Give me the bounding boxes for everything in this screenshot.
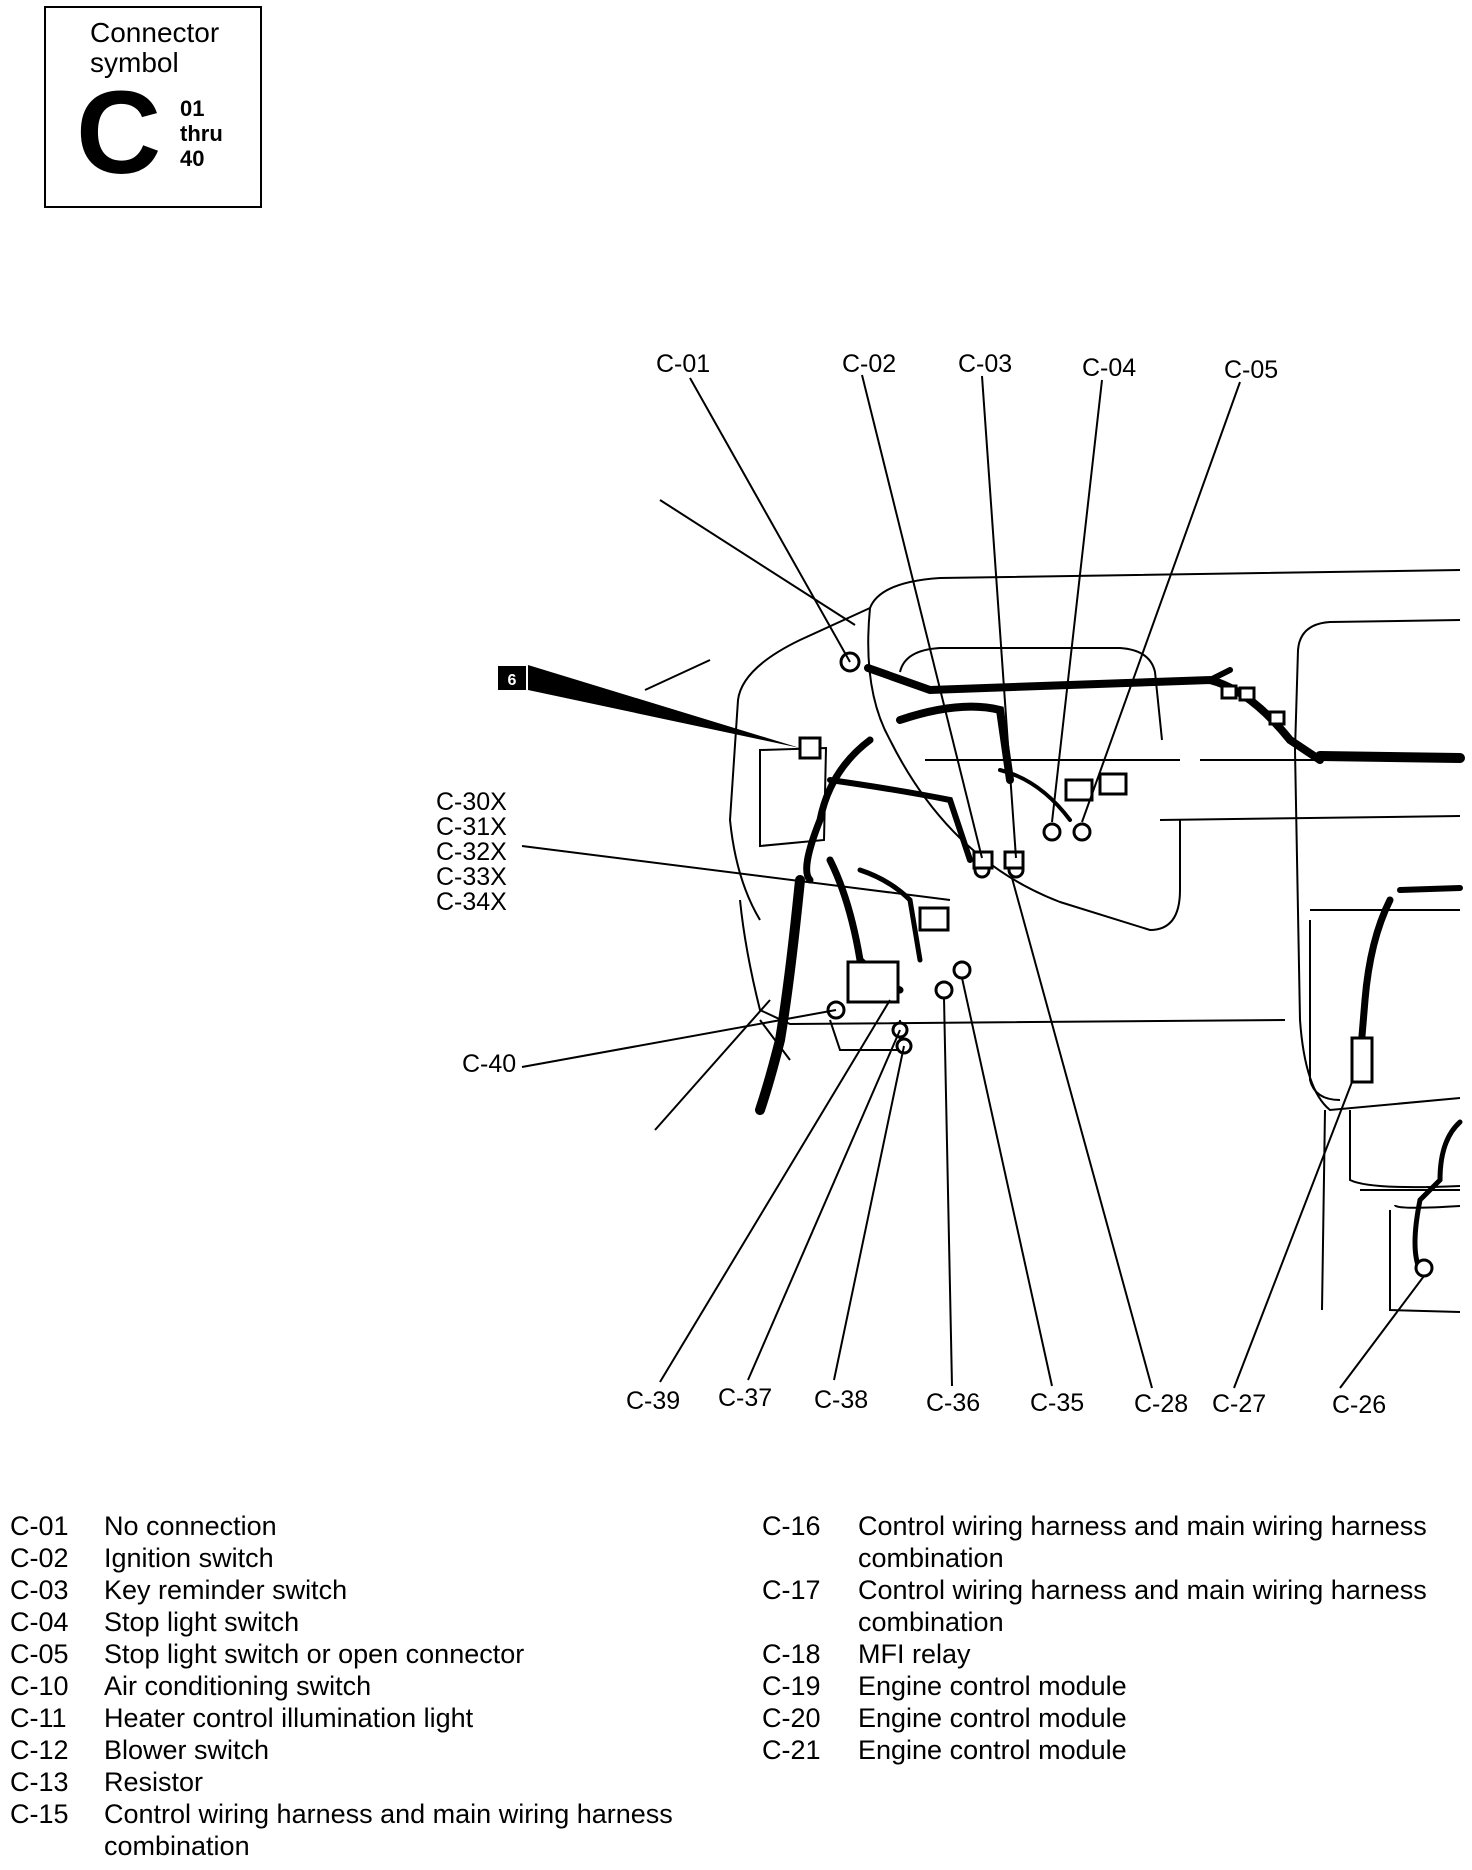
legend-description: Engine control module (858, 1735, 1127, 1765)
legend-item: C-05 Stop light switch or open connector (10, 1638, 730, 1670)
badge-number: 6 (508, 672, 517, 689)
legend-code: C-04 (10, 1607, 69, 1637)
legend-code: C-03 (10, 1575, 69, 1605)
dashboard-wiring-diagram: 6 C-01 C-02 C-03 C-04 C-05 C-30X C-31X C… (436, 350, 1465, 1419)
legend-item: C-04 Stop light switch (10, 1606, 730, 1638)
callout-c27: C-27 (1212, 1390, 1266, 1418)
callout-c28: C-28 (1134, 1390, 1188, 1418)
dashboard-outline (644, 499, 1461, 1313)
legend-code: C-17 (762, 1575, 821, 1605)
legend-code: C-10 (10, 1671, 69, 1701)
symbol-range: 01 thru 40 (180, 96, 223, 171)
callout-c38: C-38 (814, 1386, 868, 1414)
symbol-range-mid: thru (180, 121, 223, 146)
legend-item: C-17 Control wiring harness and main wiri… (762, 1574, 1462, 1638)
legend-item: C-18 MFI relay (762, 1638, 1462, 1670)
symbol-caption: Connector symbol (90, 18, 219, 78)
legend-item: C-11 Heater control illumination light (10, 1702, 730, 1734)
callout-c35: C-35 (1030, 1389, 1084, 1417)
legend-description-cont: combination (104, 1831, 250, 1861)
legend-code: C-11 (10, 1703, 67, 1733)
legend-code: C-12 (10, 1735, 69, 1765)
legend-code: C-20 (762, 1703, 821, 1733)
legend-item: C-15 Control wiring harness and main wiri… (10, 1798, 730, 1862)
legend-item: C-20 Engine control module (762, 1702, 1462, 1734)
callout-labels: C-01 C-02 C-03 C-04 C-05 C-30X C-31X C-3… (436, 350, 1386, 1419)
callout-c03: C-03 (958, 350, 1012, 378)
callout-c34x: C-34X (436, 888, 507, 916)
legend-description: Resistor (104, 1767, 204, 1797)
legend-item: C-19 Engine control module (762, 1670, 1462, 1702)
callout-c36: C-36 (926, 1389, 980, 1417)
legend-code: C-05 (10, 1639, 69, 1669)
legend-description: Engine control module (858, 1671, 1127, 1701)
legend-code: C-01 (10, 1511, 69, 1541)
legend-description: Blower switch (104, 1735, 270, 1765)
legend-description: Control wiring harness and main wiring h… (858, 1575, 1427, 1605)
callout-c04: C-04 (1082, 354, 1136, 382)
callout-c40: C-40 (462, 1050, 516, 1078)
legend-description: No connection (104, 1511, 277, 1541)
legend-item: C-16 Control wiring harness and main wiri… (762, 1510, 1462, 1574)
legend-code: C-21 (762, 1735, 821, 1765)
callout-c01: C-01 (656, 350, 710, 378)
symbol-caption-line2: symbol (90, 47, 179, 78)
callout-c26: C-26 (1332, 1391, 1386, 1419)
legend-description-cont: combination (858, 1607, 1004, 1637)
legend-description: Control wiring harness and main wiring h… (104, 1799, 673, 1829)
legend-item: C-10 Air conditioning switch (10, 1670, 730, 1702)
legend-description: Heater control illumination light (104, 1703, 474, 1733)
symbol-caption-line1: Connector (90, 17, 220, 48)
callout-c37: C-37 (718, 1384, 772, 1412)
symbol-letter: C (76, 67, 162, 199)
legend-description: Key reminder switch (104, 1575, 348, 1605)
legend-description: Stop light switch or open connector (104, 1639, 525, 1669)
legend-description: Ignition switch (104, 1543, 274, 1573)
callout-c39: C-39 (626, 1387, 680, 1415)
leader-lines (521, 374, 1425, 1389)
legend-description: Air conditioning switch (104, 1671, 372, 1701)
callout-c33x: C-33X (436, 863, 507, 891)
legend-item: C-12 Blower switch (10, 1734, 730, 1766)
callout-c05: C-05 (1224, 356, 1278, 384)
legend-code: C-18 (762, 1639, 821, 1669)
legend-code: C-16 (762, 1511, 821, 1541)
symbol-range-to: 40 (180, 146, 205, 171)
symbol-range-from: 01 (180, 96, 205, 121)
legend-code: C-13 (10, 1767, 69, 1797)
legend-item: C-13 Resistor (10, 1766, 730, 1798)
legend-code: C-15 (10, 1799, 69, 1829)
legend-item: C-03 Key reminder switch (10, 1574, 730, 1606)
legend-description: Engine control module (858, 1703, 1127, 1733)
callout-c30x: C-30X (436, 788, 507, 816)
connector-symbol-box: Connector symbol C 01 thru 40 (44, 6, 262, 208)
legend-item: C-21 Engine control module (762, 1734, 1462, 1766)
legend-code: C-19 (762, 1671, 821, 1701)
legend-item: C-01 No connection (10, 1510, 730, 1542)
legend-description: Stop light switch (104, 1607, 300, 1637)
callout-c02: C-02 (842, 350, 896, 378)
legend-description-cont: combination (858, 1543, 1004, 1573)
callout-c31x: C-31X (436, 813, 507, 841)
callout-c32x: C-32X (436, 838, 507, 866)
legend-code: C-02 (10, 1543, 69, 1573)
legend-item: C-02 Ignition switch (10, 1542, 730, 1574)
legend-description: MFI relay (858, 1639, 971, 1669)
legend-description: Control wiring harness and main wiring h… (858, 1511, 1427, 1541)
reference-badge-6: 6 (498, 665, 800, 748)
connectors (798, 651, 1434, 1278)
